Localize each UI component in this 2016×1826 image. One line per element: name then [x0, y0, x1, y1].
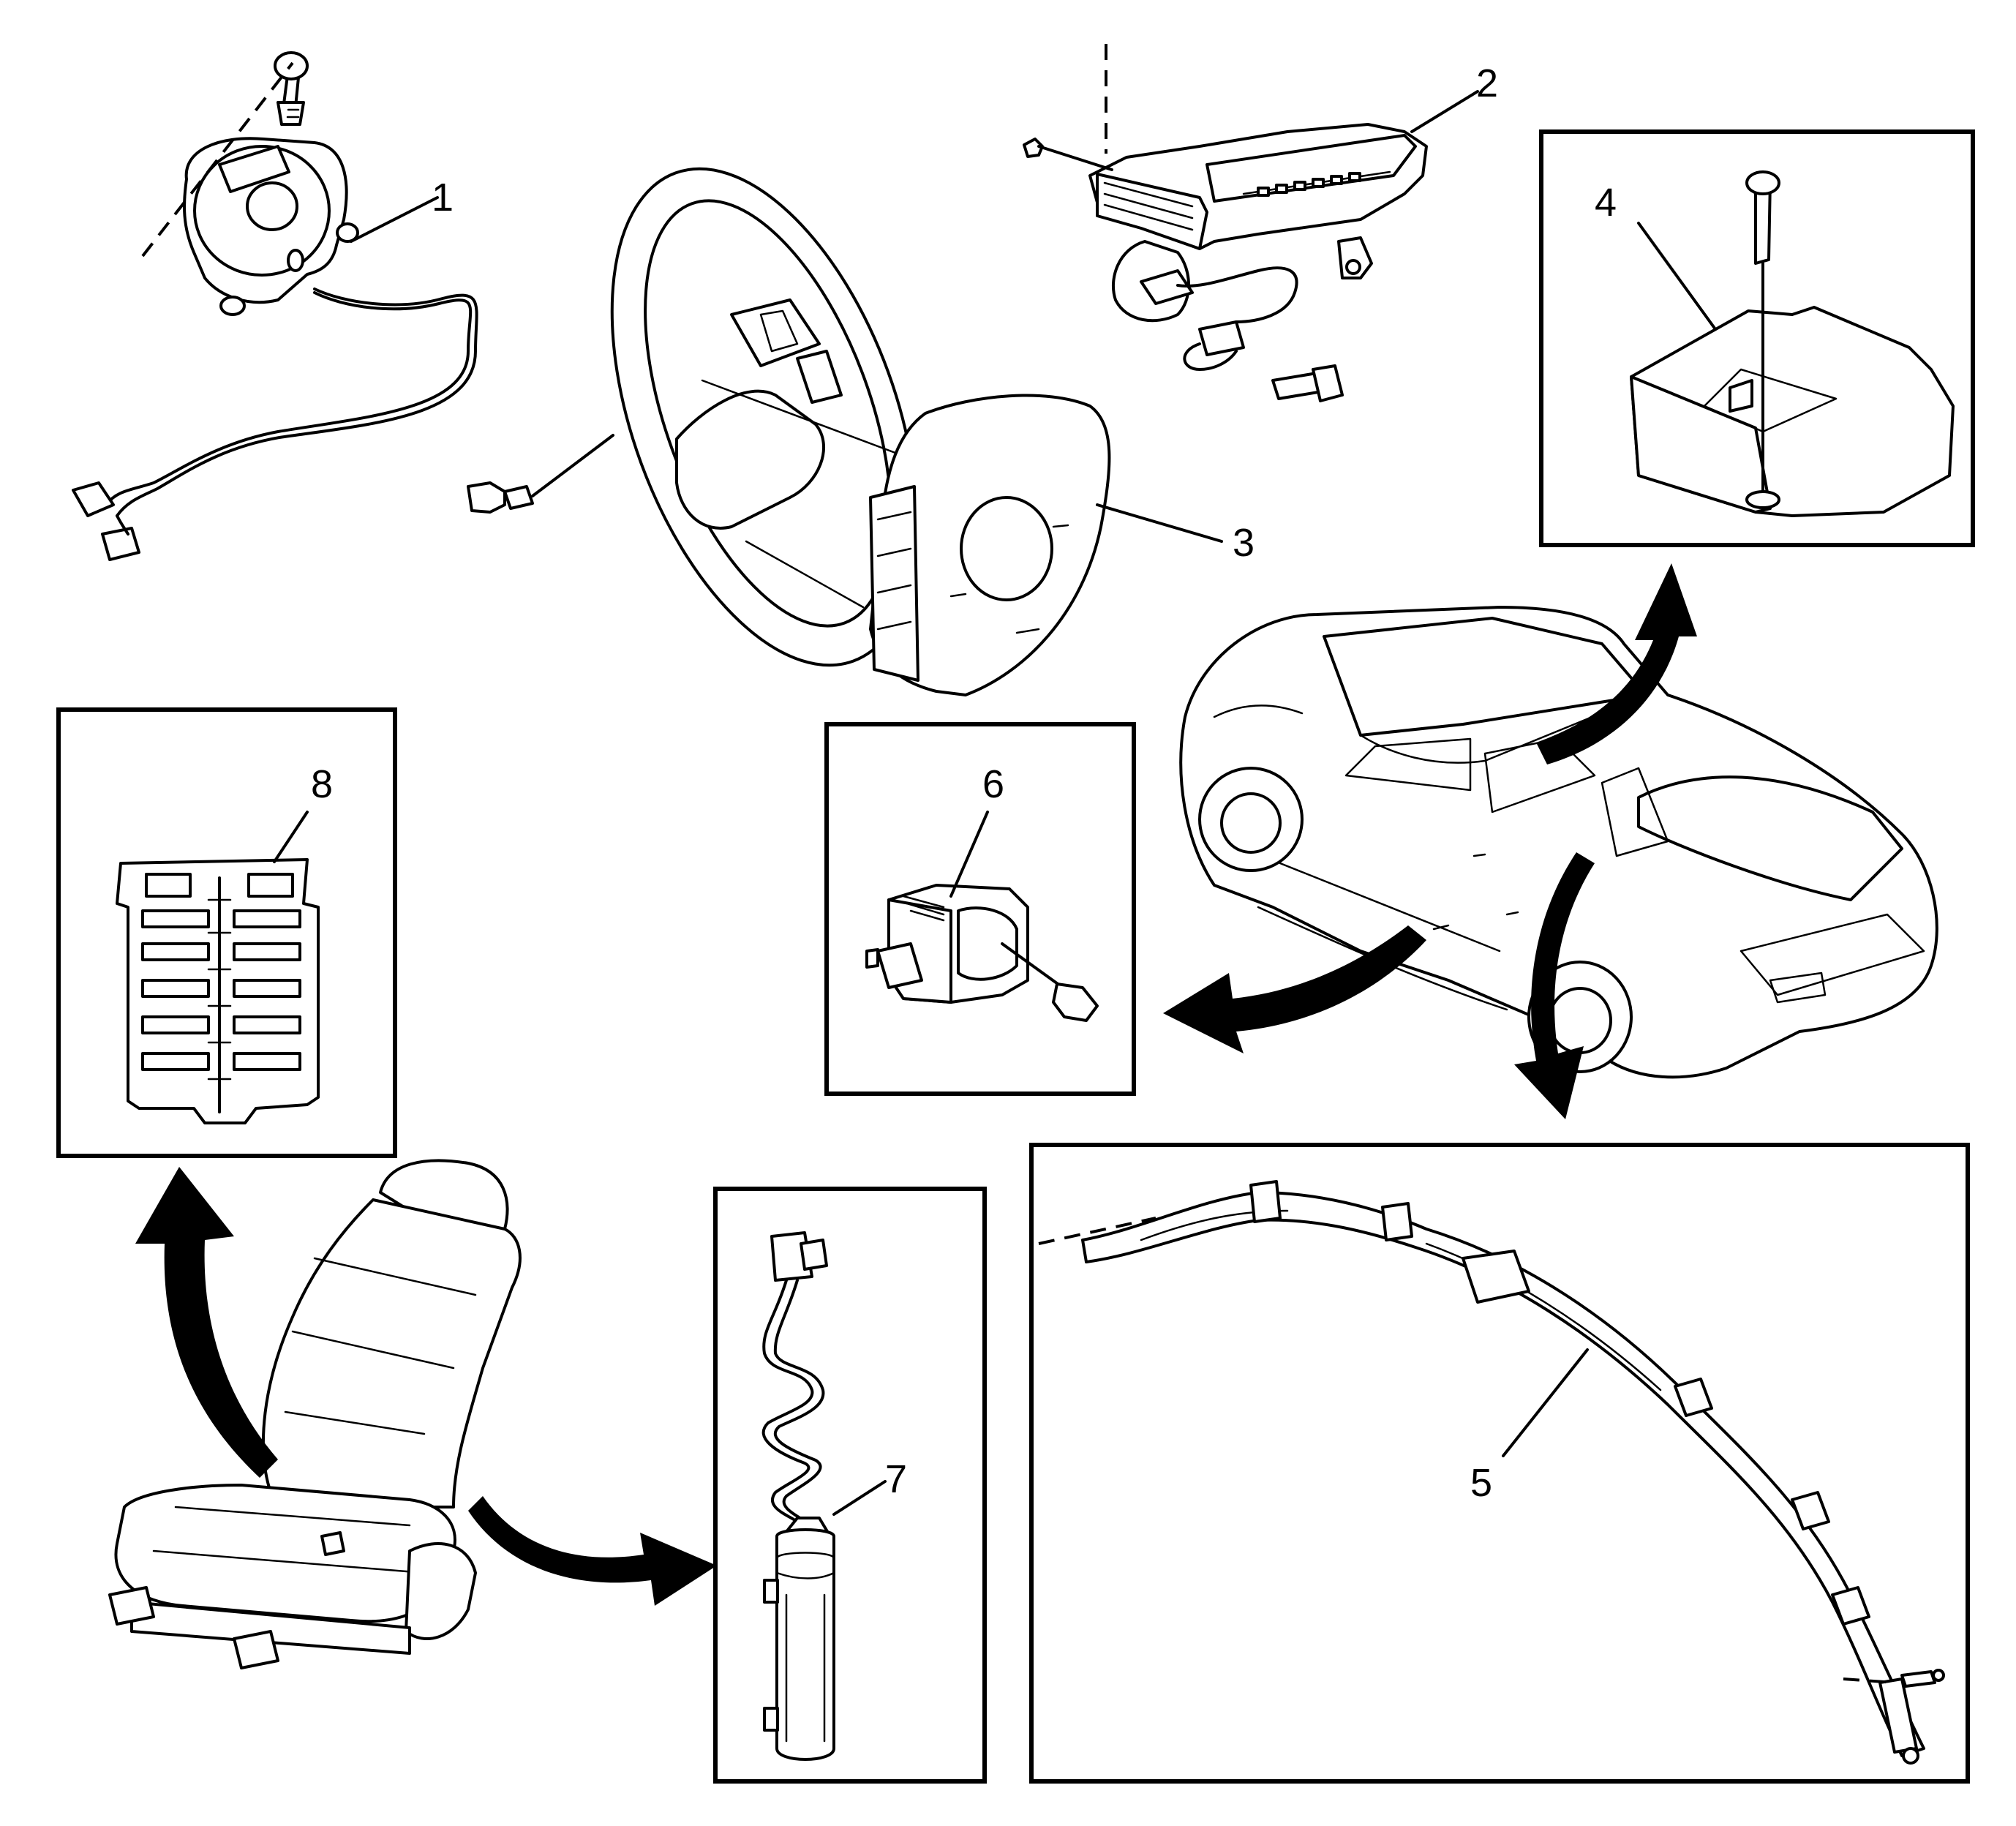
arrow-to-box-7: [468, 1496, 717, 1606]
part-8-seat-occupant-sensor: 8: [116, 762, 333, 1124]
callout-1-label: 1: [432, 176, 454, 219]
arrow-to-box-4: [1536, 563, 1697, 764]
callout-box-7: [713, 1187, 987, 1784]
callout-7-label: 7: [885, 1457, 907, 1501]
part-3-steering-wheel-airbag: 3: [467, 167, 1255, 696]
callout-2-label: 2: [1476, 61, 1498, 105]
part-6-side-impact-sensor: 6: [865, 762, 1099, 1022]
callout-5-label: 5: [1470, 1461, 1492, 1505]
part-2-passenger-airbag: 2: [1023, 44, 1498, 402]
arrow-to-box-8: [135, 1167, 278, 1478]
vehicle-seat: [108, 1159, 522, 1669]
vent-holes: [1257, 172, 1361, 197]
arrow-to-box-6: [1163, 925, 1426, 1053]
callout-box-6: [824, 722, 1136, 1096]
arrows: [135, 563, 1697, 1606]
callout-3-label: 3: [1233, 521, 1255, 565]
part-5-curtain-airbag: 5: [1038, 1180, 1945, 1765]
callout-6-label: 6: [982, 762, 1004, 806]
part-7-side-airbag-module: 7: [761, 1231, 907, 1761]
callout-8-label: 8: [311, 762, 333, 806]
part-1-clock-spring: 1: [72, 51, 478, 561]
part-4-sensing-module: 4: [1595, 170, 1955, 517]
callout-4-label: 4: [1595, 181, 1617, 225]
arrow-to-box-5: [1514, 852, 1595, 1119]
callout-box-8: [56, 707, 397, 1158]
callout-box-4: [1539, 129, 1975, 547]
callout-box-5: [1029, 1143, 1970, 1784]
vehicle-body: [1179, 606, 1938, 1079]
